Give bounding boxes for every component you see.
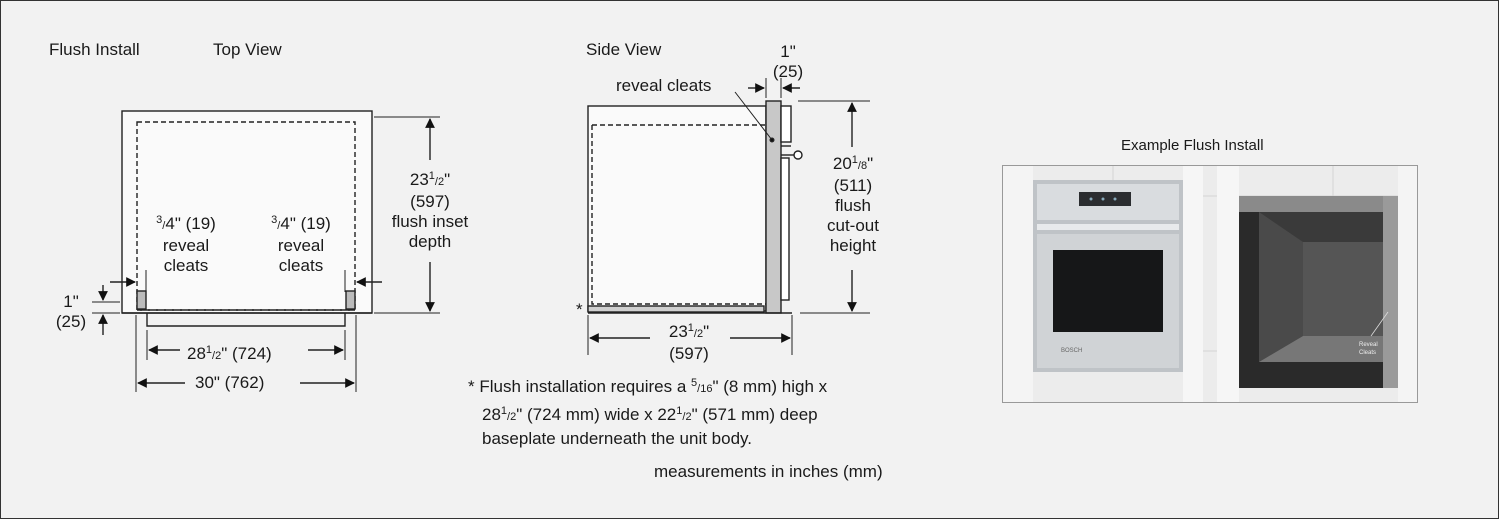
left-cleat xyxy=(136,290,147,310)
offset-label: 1" (25) xyxy=(55,292,87,331)
side-view-drawing xyxy=(587,78,870,355)
units-note: measurements in inches (mm) xyxy=(654,462,883,481)
left-cleat-label: 3/4" (19) reveal cleats xyxy=(156,214,216,275)
cutout-height-label: 201/8" (511) flush cut-out height xyxy=(827,154,879,255)
door-trim xyxy=(146,313,346,327)
example-photo: BOSCH Reveal Cleats xyxy=(1002,165,1418,403)
right-cleat xyxy=(345,290,356,310)
baseplate-note: * Flush installation requires a 5/16" (8… xyxy=(468,377,828,448)
flush-install-heading: Flush Install xyxy=(49,40,140,59)
oven-brand-text: BOSCH xyxy=(1061,348,1082,354)
door-top-panel xyxy=(780,105,792,143)
door-handle xyxy=(793,150,803,160)
baseplate-asterisk: * xyxy=(576,300,583,319)
oven-illustration: BOSCH xyxy=(1033,180,1183,372)
cabinet-outline xyxy=(121,110,373,314)
oven-door-side xyxy=(765,100,782,314)
side-cabinet-outline xyxy=(587,105,767,312)
inner-width-label: 281/2" (724) xyxy=(187,344,272,363)
outer-width-label: 30" (762) xyxy=(195,373,265,392)
example-title: Example Flush Install xyxy=(1121,137,1264,154)
example-photo-illustration: BOSCH Reveal Cleats xyxy=(1003,166,1417,402)
callout-line2: Cleats xyxy=(1359,350,1376,356)
inset-depth-label: 231/2" (597) flush inset depth xyxy=(391,170,469,251)
side-view-heading: Side View xyxy=(586,40,662,59)
baseplate xyxy=(587,305,765,313)
top-view-heading: Top View xyxy=(213,40,282,59)
side-depth-label: 231/2" (597) xyxy=(668,322,710,363)
cutout-cavity-illustration xyxy=(1239,196,1398,388)
top-view-drawing xyxy=(92,110,440,392)
callout-line1: Reveal xyxy=(1359,342,1378,348)
right-cleat-label: 3/4" (19) reveal cleats xyxy=(271,214,331,275)
reveal-cleats-label: reveal cleats xyxy=(616,76,712,95)
door-thickness-label: 1" (25) xyxy=(772,42,804,81)
